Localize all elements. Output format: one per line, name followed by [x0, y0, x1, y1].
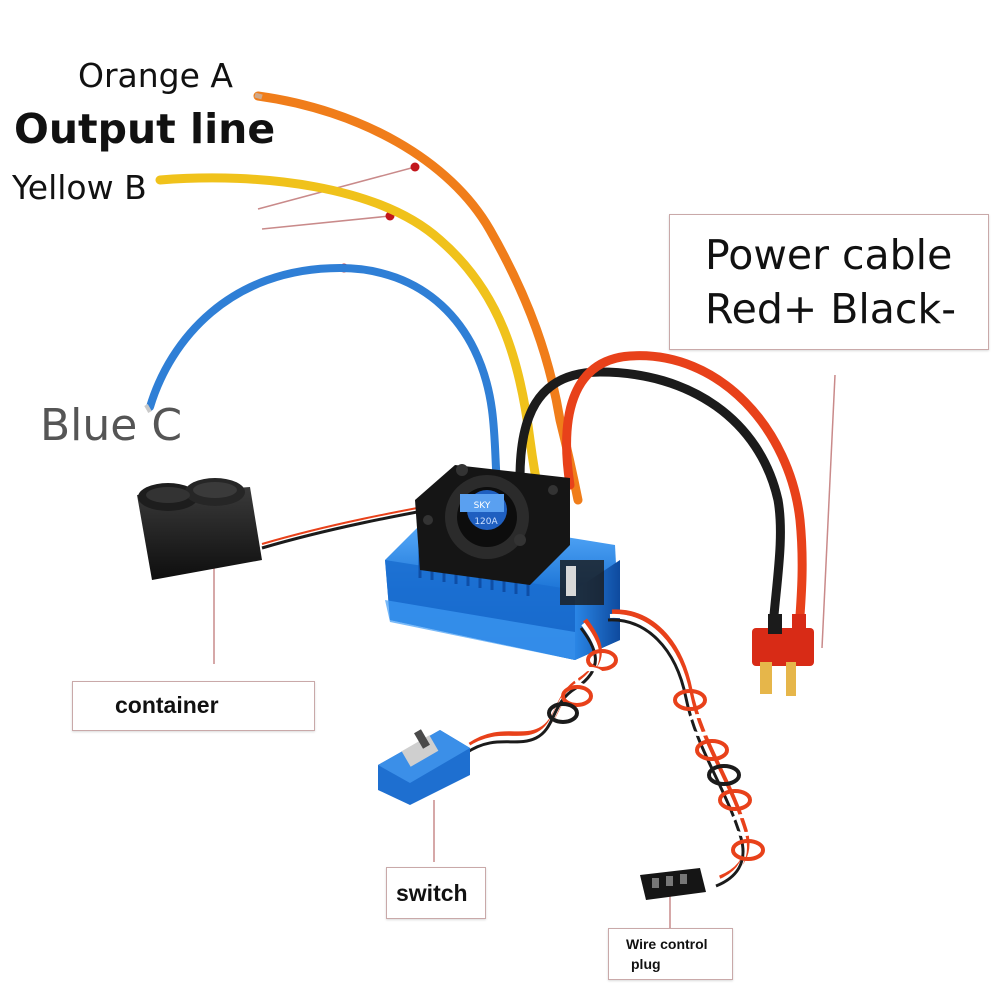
yellow-wire: [155, 173, 545, 505]
power-cable-callout: Power cable Red+ Black-: [669, 214, 989, 350]
plug-label: plug: [631, 956, 661, 972]
power-cable-label: Power cable: [705, 231, 953, 279]
black-power-wire: [515, 367, 785, 645]
switch-unit: [378, 729, 470, 805]
yellow-b-label: Yellow B: [12, 168, 147, 207]
pointer-yellow: [261, 215, 391, 230]
t-plug-connector: [752, 614, 814, 696]
polarity-label: Red+ Black-: [705, 285, 957, 333]
fan-brand-text: SKY: [474, 501, 491, 511]
receiver-coils: [673, 689, 765, 861]
pointer-power: [821, 374, 836, 649]
fan-rating-text: 120A: [474, 517, 498, 527]
red-power-wire: [562, 351, 807, 650]
orange-a-label: Orange A: [78, 56, 233, 95]
blue-c-label: Blue C: [40, 400, 183, 451]
receiver-plug: [640, 868, 706, 900]
container-box: [137, 478, 262, 580]
switch-coils: [547, 649, 618, 724]
wire-control-plug-callout: Wire control plug: [608, 928, 733, 980]
blue-wire: [146, 263, 502, 499]
container-label: container: [115, 692, 219, 718]
wire-control-label: Wire control: [626, 936, 708, 952]
output-line-label: Output line: [14, 105, 276, 153]
switch-callout: switch: [386, 867, 486, 919]
container-callout: container: [72, 681, 315, 731]
switch-label: switch: [396, 880, 468, 906]
cooling-fan: SKY 120A: [415, 464, 570, 585]
